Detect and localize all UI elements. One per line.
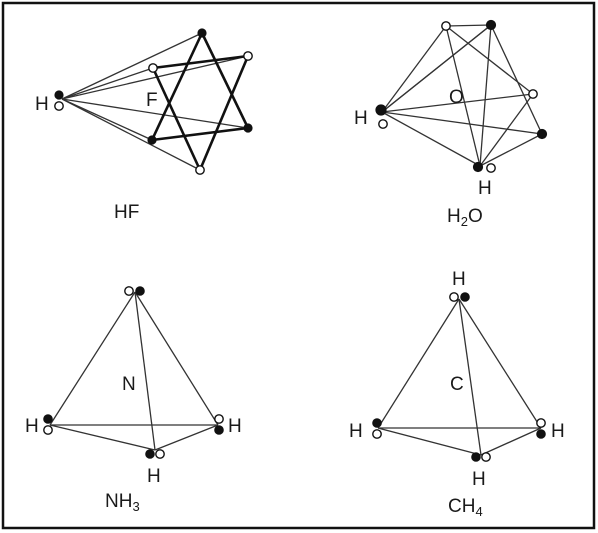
ch4-atom-h-right: H bbox=[551, 421, 565, 442]
electron-dot bbox=[43, 425, 53, 435]
electron-dot bbox=[43, 414, 53, 424]
electron-dot bbox=[536, 418, 546, 428]
electron-dot bbox=[243, 51, 253, 61]
h2o-atom-h-left: H bbox=[354, 108, 368, 129]
nh3-bonds bbox=[49, 291, 219, 451]
electron-dot bbox=[460, 292, 470, 302]
h2o-atom-o: O bbox=[449, 87, 464, 108]
electron-dot bbox=[54, 101, 64, 111]
electron-dot bbox=[148, 63, 158, 73]
ch4-atom-h-bottom: H bbox=[472, 469, 486, 490]
electron-dot bbox=[481, 452, 491, 462]
ch4-bonds bbox=[377, 298, 542, 456]
electron-dot bbox=[372, 418, 382, 428]
nh3-atom-h-right: H bbox=[228, 416, 242, 437]
electron-dot bbox=[372, 429, 382, 439]
ch4-atom-h-left: H bbox=[349, 421, 363, 442]
electron-dot bbox=[124, 286, 134, 296]
nh3-atom-n: N bbox=[122, 374, 136, 395]
electron-dot bbox=[155, 449, 165, 459]
electron-dot bbox=[471, 452, 481, 462]
electron-dot bbox=[449, 292, 459, 302]
electron-dot bbox=[528, 89, 538, 99]
h2o-diagram: H O H H2O bbox=[354, 19, 548, 229]
electron-dot bbox=[486, 163, 496, 173]
electron-dot bbox=[536, 429, 546, 439]
electron-dot bbox=[214, 414, 224, 424]
hf-atom-h: H bbox=[35, 94, 49, 115]
hf-bonds bbox=[61, 32, 250, 171]
electron-dot bbox=[441, 21, 451, 31]
hf-atom-f: F bbox=[146, 90, 158, 111]
nh3-atom-h-bottom: H bbox=[147, 466, 161, 487]
ch4-atom-c: C bbox=[450, 374, 464, 395]
electron-dot bbox=[197, 28, 207, 38]
nh3-caption: NH3 bbox=[105, 491, 140, 514]
electron-dot bbox=[485, 19, 497, 31]
h2o-atom-h-bottom: H bbox=[478, 178, 492, 199]
electron-dot bbox=[135, 286, 145, 296]
h2o-bonds bbox=[381, 24, 543, 167]
h2o-caption: H2O bbox=[447, 206, 483, 229]
nh3-diagram: N H H H NH3 bbox=[25, 286, 242, 514]
electron-dot bbox=[378, 119, 388, 129]
electron-dot bbox=[536, 128, 548, 140]
hf-diagram: H F HF bbox=[35, 28, 253, 223]
electron-dot bbox=[147, 135, 157, 145]
nh3-atom-h-left: H bbox=[25, 416, 39, 437]
ch4-caption: CH4 bbox=[448, 496, 483, 519]
electron-dot bbox=[375, 104, 387, 116]
electron-dot bbox=[472, 161, 484, 173]
electron-dot bbox=[195, 165, 205, 175]
ch4-diagram: H C H H H CH4 bbox=[349, 269, 565, 519]
hf-caption: HF bbox=[114, 202, 139, 223]
electron-dot bbox=[145, 449, 155, 459]
electron-dot bbox=[243, 123, 253, 133]
ch4-atom-h-top: H bbox=[452, 269, 466, 290]
electron-dot bbox=[54, 90, 64, 100]
electron-dot bbox=[214, 425, 224, 435]
